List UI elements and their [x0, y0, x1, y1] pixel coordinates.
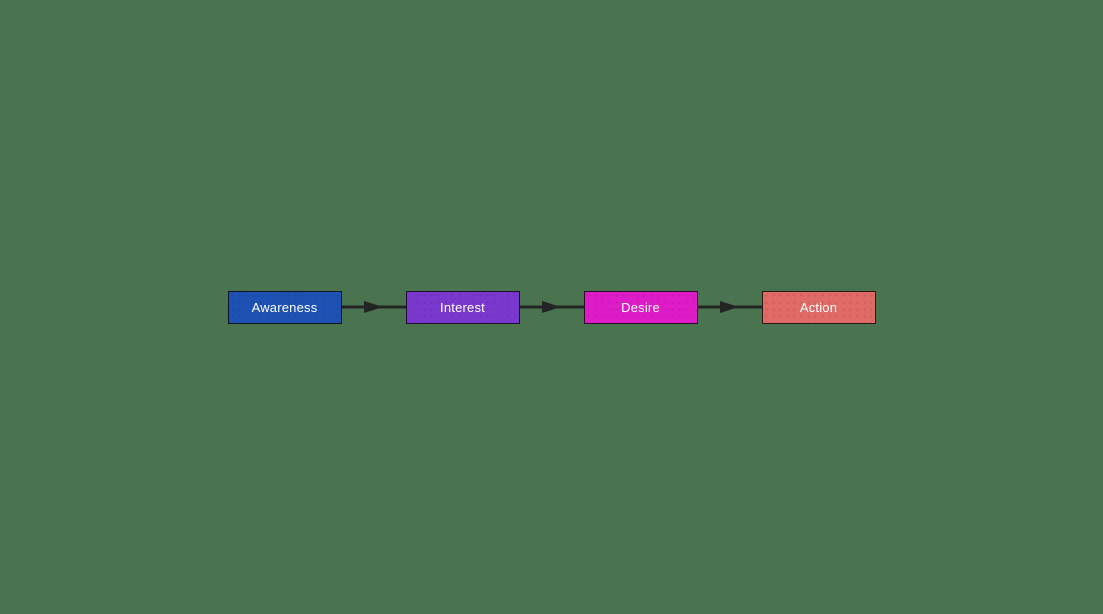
- edge-interest-to-desire: [519, 301, 584, 314]
- node-action: Action: [761, 290, 876, 324]
- arrowhead-right-icon: [364, 301, 383, 313]
- node-action-label: Action: [799, 299, 838, 315]
- arrowhead-right-icon: [542, 301, 561, 313]
- node-interest: Interest: [405, 290, 520, 324]
- funnel-flow-row: Awareness Interest Desire Action: [227, 290, 876, 324]
- node-awareness: Awareness: [227, 290, 342, 324]
- edge-desire-to-action: [697, 301, 762, 314]
- node-desire-label: Desire: [621, 299, 660, 315]
- arrowhead-right-icon: [720, 301, 739, 313]
- node-desire: Desire: [583, 290, 698, 324]
- node-interest-label: Interest: [440, 299, 485, 315]
- node-awareness-label: Awareness: [251, 299, 318, 315]
- edge-awareness-to-interest: [341, 301, 406, 314]
